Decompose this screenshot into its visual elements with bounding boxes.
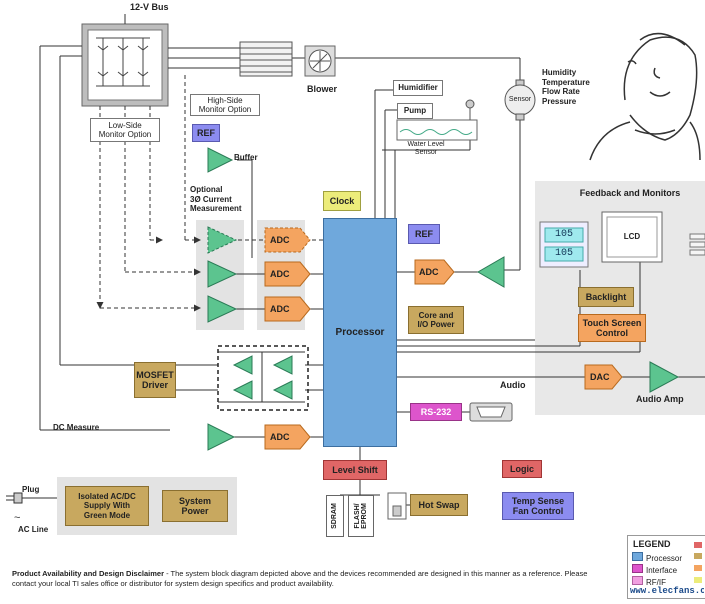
legend-box: LEGEND Processor Interface RF/IF www.ele…	[627, 535, 705, 599]
watermark: www.elecfans.com	[630, 586, 704, 596]
high-side-monitor: High-Side Monitor Option	[190, 94, 260, 116]
humidifier-block: Humidifier	[393, 80, 443, 96]
display-value-1: 105	[554, 229, 573, 240]
flash-block: FLASH/ EPROM	[348, 495, 374, 537]
touch-screen-block: Touch Screen Control	[578, 314, 646, 342]
legend-item-interface: Interface	[632, 564, 677, 575]
mosfet-box	[217, 345, 309, 411]
adc-label-1: ADC	[270, 235, 290, 245]
buffer-amp	[207, 147, 234, 173]
adc-shapes	[264, 227, 623, 450]
optional-current-label: Optional 3Ø Current Measurement	[190, 185, 242, 214]
motor	[239, 41, 293, 77]
lcd-label: LCD	[623, 232, 641, 241]
core-io-power: Core and I/O Power	[408, 306, 464, 334]
blower-icon	[304, 45, 336, 77]
audio-amp-label: Audio Amp	[636, 394, 684, 404]
disclaimer-bold: Product Availability and Design Disclaim…	[12, 569, 164, 578]
amp-optional	[207, 226, 238, 254]
amp-dc	[207, 423, 236, 451]
dac-label: DAC	[590, 372, 610, 382]
display-icons	[539, 211, 663, 268]
display-value-2: 105	[554, 248, 573, 259]
amp-2	[207, 260, 238, 288]
pump-block: Pump	[397, 103, 433, 119]
sdram-block: SDRAM	[326, 495, 344, 537]
backlight-block: Backlight	[578, 287, 634, 307]
isolated-supply: Isolated AC/DC Supply With Green Mode	[65, 486, 149, 526]
rs232-block: RS-232	[410, 403, 462, 421]
disclaimer-text: - The system block diagram depicted abov…	[12, 569, 588, 589]
amp-3	[207, 295, 238, 323]
water-tank	[396, 99, 478, 141]
temp-sense-block: Temp Sense Fan Control	[502, 492, 574, 520]
processor-block: Processor	[323, 218, 397, 447]
adc-label-dc: ADC	[270, 432, 290, 442]
clock-block: Clock	[323, 191, 361, 211]
system-power: System Power	[162, 490, 228, 522]
ac-line-label: AC Line	[18, 525, 49, 534]
buffer-label: Buffer	[234, 153, 258, 162]
plug-label: Plug	[22, 485, 40, 494]
blower-label: Blower	[307, 84, 338, 94]
sdram-label: SDRAM	[330, 503, 338, 529]
bus-label: 12-V Bus	[130, 2, 169, 12]
water-level-label: Water Level Sensor	[407, 141, 445, 156]
sensor-label: Sensor	[508, 96, 532, 103]
mosfet-driver: MOSFET Driver	[134, 362, 176, 398]
hot-swap-block: Hot Swap	[410, 494, 468, 516]
low-side-monitor: Low-Side Monitor Option	[90, 118, 160, 142]
feedback-title: Feedback and Monitors	[579, 188, 681, 198]
legend-title: LEGEND	[633, 539, 671, 549]
keypad-icon	[689, 233, 705, 256]
amplifiers	[207, 147, 680, 451]
serial-connector-icon	[469, 402, 513, 422]
adc-label-3: ADC	[270, 304, 290, 314]
disclaimer: Product Availability and Design Disclaim…	[12, 569, 602, 589]
audio-amp-triangle	[649, 361, 680, 393]
adc-label-sensor: ADC	[419, 267, 439, 277]
sensor-icon	[504, 79, 536, 121]
level-shift: Level Shift	[323, 460, 387, 480]
dc-measure-label: DC Measure	[53, 423, 100, 432]
hot-swap-switch	[387, 492, 407, 520]
plug-icon	[6, 492, 23, 504]
adc-label-2: ADC	[270, 269, 290, 279]
logic-block: Logic	[502, 460, 542, 478]
ref-left: REF	[192, 124, 220, 142]
audio-label: Audio	[500, 380, 526, 390]
flash-label: FLASH/ EPROM	[354, 503, 369, 529]
sensor-params: Humidity Temperature Flow Rate Pressure	[542, 68, 590, 106]
patient-icon	[589, 32, 701, 161]
ref-mid: REF	[408, 224, 440, 244]
legend-item-processor: Processor	[632, 552, 682, 563]
amp-sensor	[476, 256, 505, 288]
svg-text:~: ~	[14, 512, 20, 524]
legend-item-rfif: RF/IF	[632, 576, 666, 587]
